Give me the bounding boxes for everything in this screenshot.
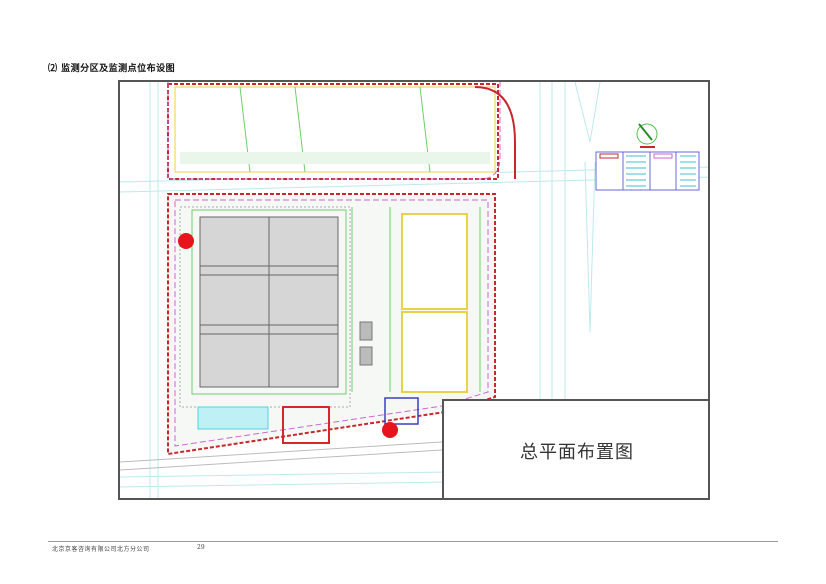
footer-company: 北京京客咨询有限公司北方分公司 <box>52 546 150 553</box>
north-arrow-icon <box>636 123 658 148</box>
site-plan-drawing: 总平面布置图 <box>118 80 710 500</box>
section-heading: ⑵ 监测分区及监测点位布设图 <box>48 64 176 74</box>
legend-table <box>595 151 700 191</box>
drawing-title-box: 总平面布置图 <box>442 399 708 498</box>
site-plan-graphic <box>120 82 708 498</box>
drawing-title: 总平面布置图 <box>520 441 634 463</box>
footer-page-number: 29 <box>197 544 205 551</box>
monitoring-point-2 <box>382 422 398 438</box>
monitoring-point-1 <box>178 233 194 249</box>
footer-divider <box>48 541 778 542</box>
